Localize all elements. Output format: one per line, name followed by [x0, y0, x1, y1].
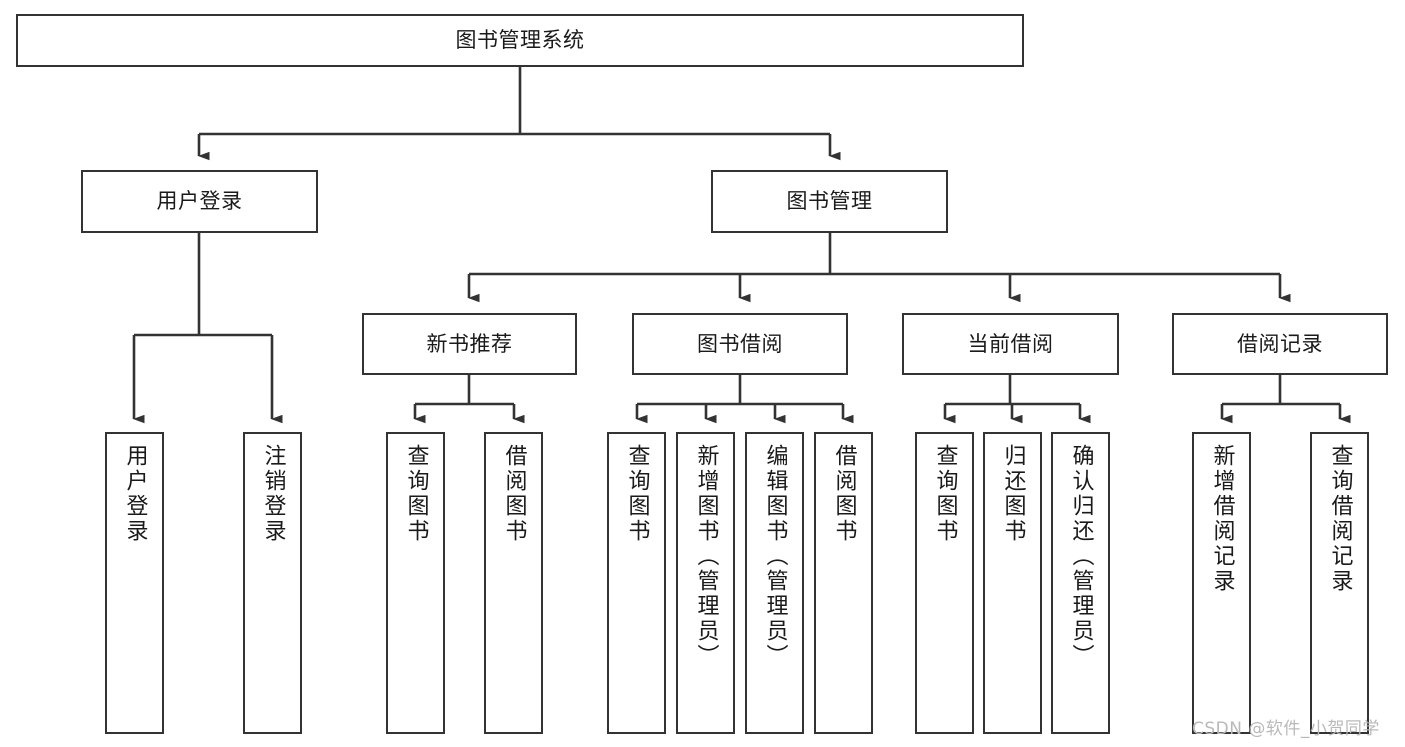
node-leaf-add-book-admin[interactable]: 新增图书（管理员）	[676, 432, 735, 734]
node-leaf-query-book-recommend-label: 查询图书	[403, 444, 429, 544]
node-leaf-add-book-admin-label: 新增图书（管理员）	[693, 444, 719, 669]
edge-group-borrow-record	[1220, 375, 1351, 424]
node-new-book-recommend-label: 新书推荐	[426, 331, 513, 356]
node-leaf-borrow-book-recommend[interactable]: 借阅图书	[484, 432, 543, 734]
node-book-borrow[interactable]: 图书借阅	[632, 313, 848, 375]
node-new-book-recommend[interactable]: 新书推荐	[362, 313, 577, 375]
edge-group-root	[197, 67, 841, 161]
edge-group-book-borrow	[635, 375, 854, 424]
node-leaf-edit-book-admin[interactable]: 编辑图书（管理员）	[745, 432, 804, 734]
node-root-system[interactable]: 图书管理系统	[16, 14, 1024, 67]
node-leaf-confirm-return-admin-label: 确认归还（管理员）	[1068, 444, 1094, 669]
edge-group-current-borrow	[943, 375, 1091, 424]
node-leaf-borrow-book-label: 借阅图书	[831, 444, 857, 544]
node-leaf-query-book-borrow[interactable]: 查询图书	[607, 432, 666, 734]
node-leaf-query-book-recommend[interactable]: 查询图书	[386, 432, 445, 734]
node-leaf-query-borrow-record[interactable]: 查询借阅记录	[1310, 432, 1369, 734]
node-leaf-return-book[interactable]: 归还图书	[983, 432, 1042, 734]
node-leaf-borrow-book[interactable]: 借阅图书	[814, 432, 873, 734]
node-user-login-label: 用户登录	[156, 189, 243, 214]
edge-group-book-manage	[467, 233, 1291, 303]
node-leaf-add-borrow-record-label: 新增借阅记录	[1209, 444, 1235, 594]
node-leaf-query-book-borrow-label: 查询图书	[624, 444, 650, 544]
node-leaf-edit-book-admin-label: 编辑图书（管理员）	[762, 444, 788, 669]
node-leaf-query-borrow-record-label: 查询借阅记录	[1327, 444, 1353, 594]
node-leaf-borrow-book-recommend-label: 借阅图书	[501, 444, 527, 544]
node-current-borrow[interactable]: 当前借阅	[902, 313, 1119, 375]
node-leaf-confirm-return-admin[interactable]: 确认归还（管理员）	[1051, 432, 1110, 734]
node-leaf-logout[interactable]: 注销登录	[243, 432, 302, 734]
node-borrow-record[interactable]: 借阅记录	[1172, 313, 1388, 375]
edge-group-user-login	[132, 233, 283, 424]
node-book-management-label: 图书管理	[786, 189, 873, 214]
node-user-login[interactable]: 用户登录	[81, 170, 318, 233]
node-root-system-label: 图书管理系统	[455, 28, 585, 53]
edge-group-new-book	[413, 375, 525, 424]
node-book-management[interactable]: 图书管理	[711, 170, 948, 233]
node-leaf-logout-label: 注销登录	[260, 444, 286, 544]
node-leaf-user-login[interactable]: 用户登录	[105, 432, 164, 734]
node-leaf-query-book-current[interactable]: 查询图书	[915, 432, 974, 734]
node-book-borrow-label: 图书借阅	[697, 331, 783, 356]
node-leaf-return-book-label: 归还图书	[1000, 444, 1026, 544]
node-borrow-record-label: 借阅记录	[1237, 331, 1323, 356]
node-leaf-user-login-label: 用户登录	[122, 444, 148, 544]
node-leaf-query-book-current-label: 查询图书	[932, 444, 958, 544]
node-current-borrow-label: 当前借阅	[967, 331, 1054, 356]
node-leaf-add-borrow-record[interactable]: 新增借阅记录	[1192, 432, 1251, 734]
